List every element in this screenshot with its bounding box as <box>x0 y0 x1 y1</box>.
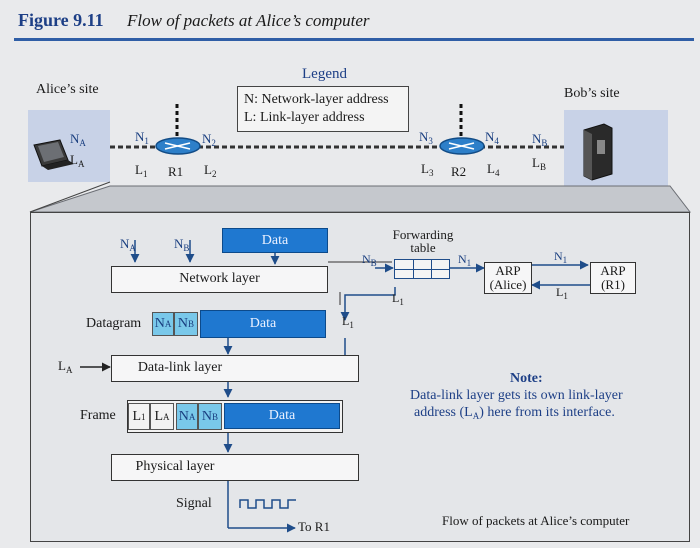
bob-site-label: Bob’s site <box>564 86 620 101</box>
arp-reply-address: L1 <box>556 285 568 301</box>
bob-network-address: NB <box>532 131 548 148</box>
bob-link-address: LB <box>532 155 546 172</box>
note-line-1: Data-link layer gets its own link-layer <box>410 388 623 403</box>
arp-r1-label: ARP (R1) <box>600 263 626 292</box>
src-network-address: NA <box>120 236 136 253</box>
dst-network-address: NB <box>174 236 190 253</box>
arp-alice-box: ARP (Alice) <box>484 262 532 294</box>
arp-alice-label: ARP (Alice) <box>489 263 527 292</box>
data-block-top: Data <box>222 228 328 253</box>
frame-label: Frame <box>80 408 116 423</box>
data-link-layer-label: Data-link layer <box>137 360 223 375</box>
arp-request-address: N1 <box>554 249 568 265</box>
header-rule <box>14 38 694 41</box>
figure-header: Figure 9.11 Flow of packets at Alice’s c… <box>0 0 700 40</box>
alice-site-label: Alice’s site <box>36 82 99 97</box>
note-line-2: address (LA) here from its interface. <box>414 405 615 421</box>
legend-line-link: L: Link-layer address <box>244 110 365 125</box>
fwd-in-address: NB <box>362 252 377 268</box>
datagram-label: Datagram <box>86 316 142 331</box>
r1-l1-address: L1 <box>135 162 148 179</box>
fwd-link-address: L1 <box>392 291 404 307</box>
forwarding-table-grid <box>394 259 450 279</box>
legend-title: Legend <box>302 66 347 82</box>
network-layer-label: Network layer <box>179 271 260 286</box>
signal-label: Signal <box>176 496 212 511</box>
data-link-layer-box: Data-link layer <box>111 355 359 382</box>
la-input-label: LA <box>58 358 73 375</box>
bob-site-panel <box>564 110 668 188</box>
figure-caption: Flow of packets at Alice’s computer <box>442 513 630 528</box>
r2-n3-address: N3 <box>419 129 433 146</box>
r2-n4-address: N4 <box>485 129 499 146</box>
forwarding-table-label: Forwarding table <box>392 227 454 255</box>
figure-title: Flow of packets at Alice’s computer <box>127 11 370 30</box>
figure-number: Figure 9.11 <box>18 10 104 30</box>
r1-n1-address: N1 <box>135 129 149 146</box>
fwd-out-address: N1 <box>458 252 472 268</box>
side-link-address: L1 <box>342 314 354 330</box>
r1-name: R1 <box>168 164 184 179</box>
r2-name: R2 <box>451 164 467 179</box>
datagram-data: Data <box>200 310 326 338</box>
alice-link-address: LA <box>70 152 85 169</box>
alice-network-address: NA <box>70 131 86 148</box>
note-title: Note: <box>510 371 543 386</box>
arp-r1-box: ARP (R1) <box>590 262 636 294</box>
r2-l4-address: L4 <box>487 161 500 178</box>
r1-n2-address: N2 <box>202 131 216 148</box>
legend <box>237 86 409 132</box>
r2-l3-address: L3 <box>421 161 434 178</box>
r1-l2-address: L2 <box>204 162 217 179</box>
legend-line-network: N: Network-layer address <box>244 92 389 107</box>
physical-layer-label: Physical layer <box>135 459 215 474</box>
physical-layer-box: Physical layer <box>111 454 359 481</box>
network-layer-box: Network layer <box>111 266 328 293</box>
frame-data: Data <box>224 403 340 429</box>
to-r1-label: To R1 <box>298 519 330 534</box>
